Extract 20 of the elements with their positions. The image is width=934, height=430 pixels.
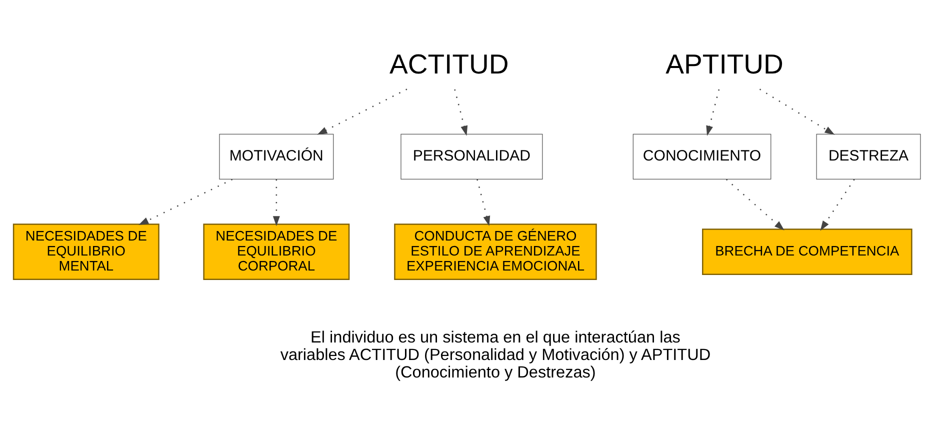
- arrow: [759, 88, 835, 134]
- node-text: APTITUD: [666, 48, 784, 80]
- arrow: [706, 88, 720, 136]
- node-text: ACTITUD: [390, 48, 509, 80]
- node-box: NECESIDADES DE EQUILIBRIO CORPORAL: [203, 223, 350, 280]
- label: El individuo es un sistema en el que interactúan las variables ACTITUD (Personalidad y Motivación) y APTITUD (Conocimiento y Destrezas): [280, 328, 711, 381]
- arrow: [272, 178, 280, 226]
- arrow: [476, 178, 490, 226]
- node-box: MOTIVACIÓN: [219, 133, 334, 180]
- node-box: BRECHA DE COMPETENCIA: [702, 228, 912, 274]
- node-box: NECESIDADES DE EQUILIBRIO MENTAL: [12, 223, 160, 280]
- node-box: CONOCIMIENTO: [632, 133, 772, 180]
- arrow: [138, 178, 233, 225]
- node-box: PERSONALIDAD: [400, 133, 543, 180]
- arrow: [317, 88, 408, 134]
- node-box: CONDUCTA DE GÉNERO ESTILO DE APRENDIZAJE EXPERIENCIA EMOCIONAL: [394, 223, 597, 280]
- arrow: [454, 88, 468, 136]
- node-box: DESTREZA: [816, 133, 921, 180]
- arrow: [726, 178, 784, 230]
- arrow: [820, 178, 855, 230]
